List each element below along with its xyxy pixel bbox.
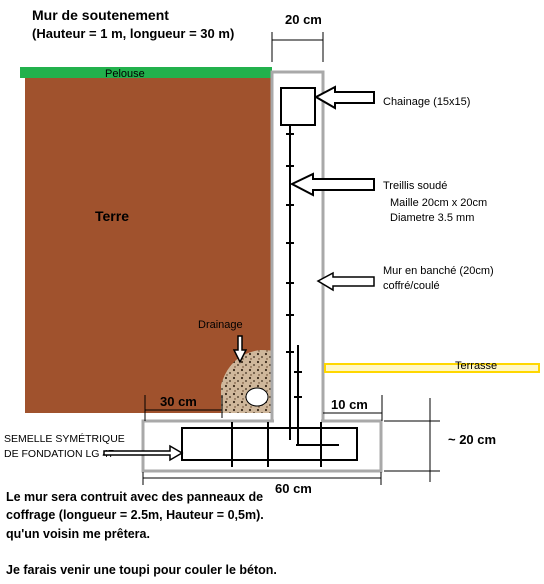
treillis-diametre: Diametre 3.5 mm <box>390 212 474 224</box>
note-line3: qu'un voisin me prêtera. <box>6 527 150 541</box>
chainage-label: Chainage (15x15) <box>383 96 470 108</box>
dim-width-label: 60 cm <box>275 481 312 496</box>
chainage-beam <box>280 87 316 126</box>
semelle-arrow <box>103 444 184 462</box>
diagram-subtitle: (Hauteur = 1 m, longueur = 30 m) <box>32 26 234 41</box>
diagram-title: Mur de soutenement <box>32 7 169 23</box>
soil-area <box>25 78 272 413</box>
mur-arrow <box>316 271 375 292</box>
mur-label-line2: coffré/coulé <box>383 280 440 292</box>
rebar-ticks <box>286 133 302 398</box>
dim-heel-label: 30 cm <box>160 394 197 409</box>
terrasse-label: Terrasse <box>455 360 497 372</box>
treillis-maille: Maille 20cm x 20cm <box>390 197 487 209</box>
grass-strip <box>20 67 272 78</box>
terrasse-slab <box>324 363 540 373</box>
semelle-label-line2: DE FONDATION LG 47 <box>4 448 114 460</box>
note-line4: Je farais venir une toupi pour couler le… <box>6 563 277 577</box>
footing-rebar-stirrups <box>231 422 322 467</box>
note-line1: Le mur sera contruit avec des panneaux d… <box>6 490 263 504</box>
drainage-pipe <box>245 387 269 407</box>
dim-wall-thickness-label: 20 cm <box>285 12 322 27</box>
drainage-arrow <box>232 335 248 364</box>
mur-label-line1: Mur en banché (20cm) <box>383 265 494 277</box>
note-line2: coffrage (longueur = 2.5m, Hauteur = 0,5… <box>6 508 264 522</box>
chainage-arrow <box>313 85 375 110</box>
semelle-label-line1: SEMELLE SYMÉTRIQUE <box>4 432 125 445</box>
drainage-label: Drainage <box>198 319 243 331</box>
footing-rebar-cage <box>181 427 358 461</box>
grass-label: Pelouse <box>105 68 145 80</box>
dim-toe-label: 10 cm <box>331 397 368 412</box>
treillis-title: Treillis soudé <box>383 180 447 192</box>
treillis-arrow <box>289 172 375 197</box>
dim-height-label: ~ 20 cm <box>448 432 496 447</box>
soil-label: Terre <box>95 208 129 224</box>
